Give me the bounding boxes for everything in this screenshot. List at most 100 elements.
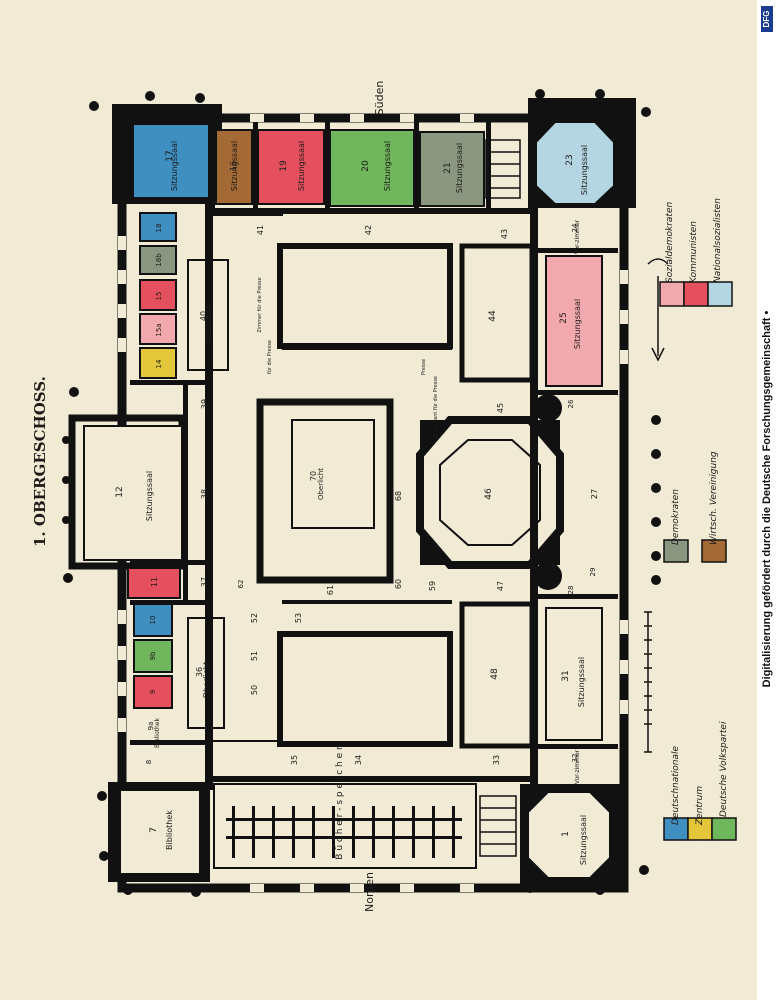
room-26-number: 26 <box>567 399 575 409</box>
room-31 <box>545 607 603 741</box>
room-19 <box>257 129 325 205</box>
scale-bar <box>644 611 652 753</box>
room-33-number: 33 <box>492 754 501 766</box>
room-61-number: 61 <box>326 584 335 596</box>
room-25-number: 25 <box>559 312 569 324</box>
room-27-number: 27 <box>590 488 599 500</box>
room-10-number: 10 <box>149 615 157 625</box>
room-68-number: 68 <box>394 490 403 502</box>
room-7-number: 7 <box>149 827 159 833</box>
room-36-name: Oberlicht <box>202 661 211 699</box>
room-11 <box>127 567 181 599</box>
legend-volkspartei: Deutsche Volkspartei <box>719 721 729 817</box>
zimmer-presse-label: Zimmer für die Presse <box>257 277 263 333</box>
room-62-number: 62 <box>237 579 245 589</box>
swatch-nationalsozialisten <box>707 281 733 307</box>
room-50-number: 50 <box>250 684 259 696</box>
room-36-skylight <box>187 617 225 729</box>
legend-sozialdemokraten: Sozialdemokraten <box>665 201 675 283</box>
room-37-number: 37 <box>200 576 209 588</box>
bibliothek-small: Bibliothek <box>154 718 161 748</box>
legend-kommunisten: Kommunisten <box>689 221 699 283</box>
page-title: 1. OBERGESCHOSS. <box>31 376 49 547</box>
north-label: Norden <box>363 872 376 913</box>
vorzimmer-north: Vor-zimmer <box>574 749 581 785</box>
room-16-number: 16 <box>229 160 238 172</box>
room-18b <box>139 245 177 275</box>
room-43-number: 43 <box>500 228 509 240</box>
room-1-name: Sitzungssaal <box>579 814 588 866</box>
room-14 <box>139 347 177 379</box>
room-12-number: 12 <box>115 486 125 498</box>
room-21-name: Sitzungssaal <box>455 142 464 194</box>
room-18-number: 18 <box>155 223 163 233</box>
legend-demokraten: Demokraten <box>671 489 681 545</box>
room-16 <box>215 129 253 205</box>
room-23-number: 23 <box>565 154 575 166</box>
room-1 <box>527 791 611 879</box>
vorzimmer-south: Vor-zimmer <box>574 219 581 255</box>
room-29-number: 29 <box>589 567 597 577</box>
swatch-volkspartei <box>711 817 737 841</box>
room-9 <box>133 675 173 709</box>
room-15 <box>139 279 177 311</box>
room-15a-number: 15a <box>155 323 163 337</box>
room-12 <box>83 425 183 561</box>
room-40-name: Oberlicht <box>204 305 213 343</box>
room-21-number: 21 <box>443 162 453 174</box>
room-15-number: 15 <box>155 291 163 301</box>
room-34-number: 34 <box>354 754 363 766</box>
room-19-number: 19 <box>279 160 289 172</box>
room-12-name: Sitzungssaal <box>145 470 154 522</box>
room-40-skylight <box>187 259 229 371</box>
room-60-number: 60 <box>394 578 403 590</box>
buecherspeicher-label: B ü c h e r - s p e i c h e r <box>335 746 345 860</box>
room-31-name: Sitzungssaal <box>577 656 586 708</box>
room-11-number: 11 <box>150 576 159 588</box>
room-45-number: 45 <box>496 402 505 414</box>
swatch-kommunisten <box>683 281 709 307</box>
room-9b <box>133 639 173 673</box>
room-25-name: Sitzungssaal <box>573 298 582 350</box>
room-1-number: 1 <box>561 831 571 837</box>
room-21 <box>419 131 485 207</box>
north-arrow <box>647 258 669 362</box>
room-10 <box>133 603 173 637</box>
room-18 <box>139 212 177 242</box>
room-17 <box>132 123 210 199</box>
room-9b-number: 9b <box>149 651 157 661</box>
room-41-number: 41 <box>256 224 265 236</box>
room-39-number: 39 <box>200 398 209 410</box>
room-59-number: 59 <box>428 580 437 592</box>
dfg-logo: DFG <box>761 6 773 32</box>
room-70-name: Oberlicht <box>317 467 325 501</box>
room-53-number: 53 <box>294 612 303 624</box>
room-25 <box>545 255 603 387</box>
room-52-number: 52 <box>250 612 259 624</box>
fuer-die-presse-label: für die Presse <box>267 339 273 375</box>
room-23 <box>535 121 615 205</box>
bookshelves <box>226 806 462 858</box>
swatch-demokraten <box>663 539 689 563</box>
legend-swatches <box>659 281 737 841</box>
legend-zentrum: Zentrum <box>695 785 705 825</box>
room-38-number: 38 <box>200 488 209 500</box>
room-70-skylight <box>291 419 375 529</box>
room-46-number: 46 <box>484 488 494 500</box>
room-15a <box>139 313 177 345</box>
dfg-credit-text: Digitalisierung gefördert durch die Deut… <box>761 310 773 688</box>
room-47-number: 47 <box>496 580 505 592</box>
room-17-name: Sitzungssaal <box>170 140 179 192</box>
room-23-name: Sitzungssaal <box>580 144 589 196</box>
legend-deutschnationale: Deutschnationale <box>671 745 681 825</box>
swatch-wirtsch <box>701 539 727 563</box>
room-28-number: 28 <box>567 585 575 595</box>
credit-strip: Digitalisierung gefördert durch die Deut… <box>757 0 776 1000</box>
legend-wirtsch: Wirtsch. Vereinigung <box>709 451 719 545</box>
room-7-name: Bibliothek <box>165 810 174 850</box>
windows <box>118 114 628 892</box>
south-label: Süden <box>373 80 386 116</box>
floor-plan <box>62 89 737 897</box>
room-42-number: 42 <box>364 224 373 236</box>
room-35-number: 35 <box>290 754 299 766</box>
